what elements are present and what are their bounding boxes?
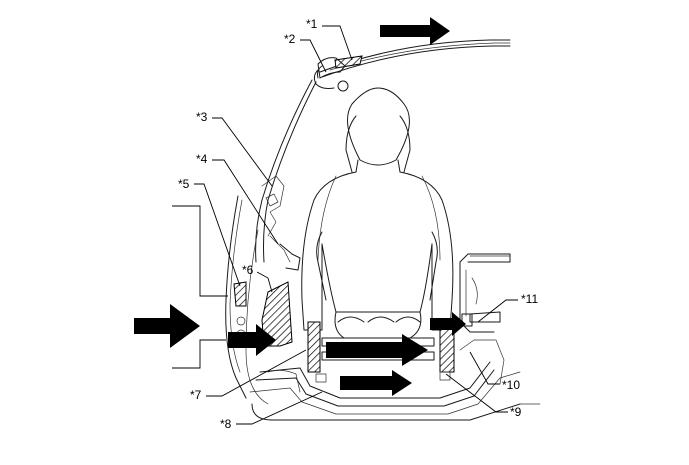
center-console <box>459 253 511 333</box>
callout-2: *2 <box>284 32 296 46</box>
callout-11: *11 <box>521 292 538 306</box>
arrow-console <box>430 312 466 336</box>
callout-1: *1 <box>306 17 318 31</box>
door-frame <box>245 79 317 405</box>
seat-frame <box>307 321 455 383</box>
body-side-outer <box>172 195 247 399</box>
callout-6: *6 <box>242 263 254 277</box>
arrow-roof <box>380 17 450 45</box>
door-pad-upper <box>233 281 247 307</box>
callout-4: *4 <box>196 152 208 166</box>
callout-7: *7 <box>190 388 202 402</box>
floor-panel <box>249 339 541 421</box>
roof-panel <box>317 39 511 79</box>
arrow-impact-large <box>134 304 200 348</box>
callout-10: *10 <box>502 378 520 392</box>
seat-occupant <box>301 87 454 339</box>
callout-8: *8 <box>220 417 232 431</box>
load-arrows <box>134 17 466 396</box>
arrow-door-trim <box>228 324 276 356</box>
arrow-seat-cushion <box>326 334 428 366</box>
callout-5: *5 <box>178 177 190 191</box>
arrow-seat-rail <box>340 370 412 396</box>
callout-9: *9 <box>510 405 522 419</box>
door-trim-pad <box>261 281 293 347</box>
callout-3: *3 <box>196 110 208 124</box>
roof-side-rail <box>313 65 349 92</box>
leader-lines <box>194 25 518 425</box>
